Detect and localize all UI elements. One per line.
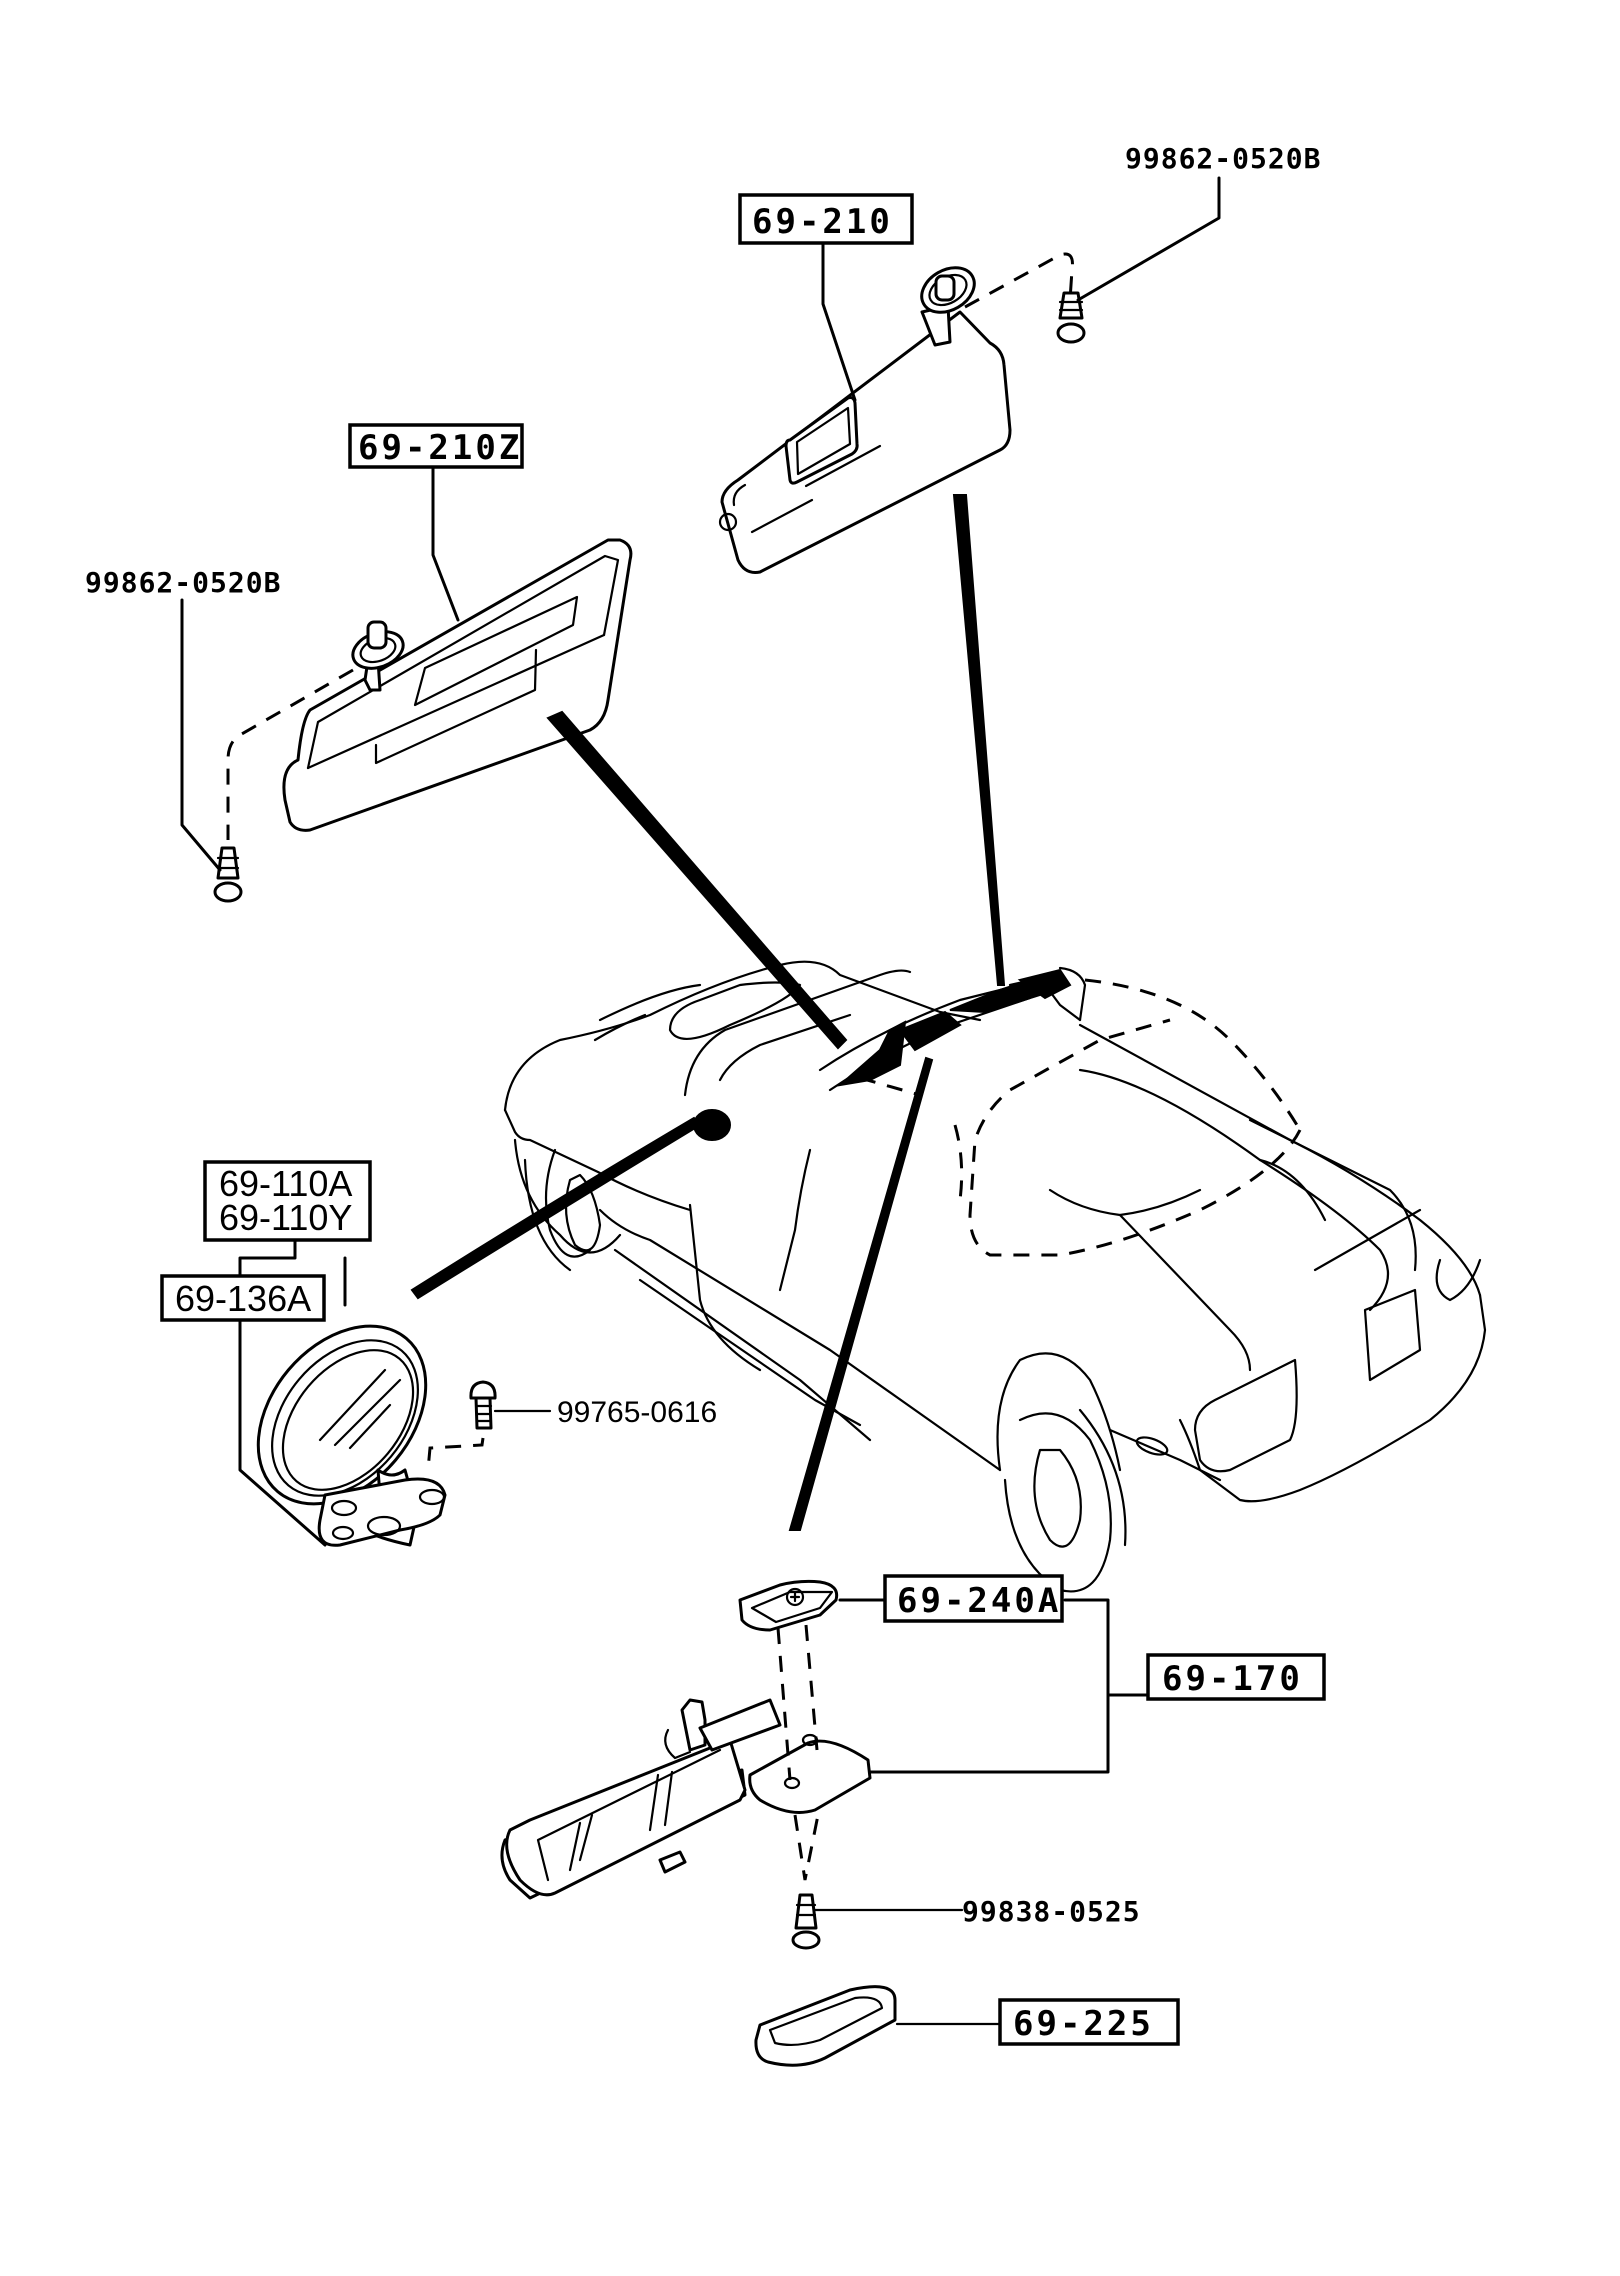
rearview-mirror-screw[interactable] (791, 1893, 821, 1950)
leader-69-210 (821, 241, 857, 402)
part-code: 69-240A (897, 1581, 1061, 1621)
part-code: 69-225 (1013, 2004, 1154, 2044)
label-69-240a[interactable]: 69-240A (883, 1574, 1064, 1623)
leader-99862-0520b-right (1076, 176, 1221, 302)
label-69-210[interactable]: 69-210 (738, 193, 914, 245)
part-code: 69-170 (1162, 1659, 1303, 1699)
rearview-mirror-cover[interactable] (738, 1579, 839, 1632)
rearview-mirror-base-cover[interactable] (754, 1985, 897, 2067)
part-code: 69-210Z (358, 428, 522, 468)
outside-mirror[interactable] (224, 1293, 460, 1547)
leader-69-240a-bracket (868, 1598, 1110, 1774)
label-69-170[interactable]: 69-170 (1146, 1653, 1326, 1701)
sun-visor-right-screw[interactable] (964, 252, 1086, 344)
label-99838-0525[interactable]: 99838-0525 (962, 1895, 1141, 1928)
label-99862-0520b-right[interactable]: 99862-0520B (1125, 142, 1321, 175)
leader-69-110 (238, 1238, 327, 1547)
part-code-69-110y: 69-110Y (219, 1197, 352, 1238)
part-code: 69-210 (752, 202, 893, 242)
leader-69-210z (431, 466, 460, 622)
label-99765-0616[interactable]: 99765-0616 (557, 1396, 717, 1429)
label-69-136a[interactable]: 69-136A (160, 1274, 326, 1322)
pointer-outside-mirror (410, 1116, 702, 1300)
pointer-rearview-mirror (788, 1056, 934, 1531)
sun-visor-left[interactable] (282, 538, 633, 832)
label-69-225[interactable]: 69-225 (998, 1998, 1180, 2046)
part-code-69-110a: 69-110A (219, 1163, 352, 1204)
car-illustration (503, 960, 1487, 1593)
rearview-mirror[interactable] (500, 1624, 872, 1900)
outside-mirror-gasket[interactable] (317, 1477, 447, 1547)
part-code: 69-136A (175, 1278, 311, 1319)
outside-mirror-screw[interactable] (426, 1380, 497, 1471)
label-69-210z[interactable]: 69-210Z (348, 423, 524, 469)
sun-visor-right[interactable] (718, 259, 1012, 574)
pointer-left-visor (546, 710, 848, 1050)
leader-99862-0520b-left (180, 598, 222, 872)
label-69-110[interactable]: 69-110A 69-110Y (203, 1160, 372, 1242)
pointer-right-visor (952, 494, 1006, 986)
label-99862-0520b-left[interactable]: 99862-0520B (85, 566, 281, 599)
